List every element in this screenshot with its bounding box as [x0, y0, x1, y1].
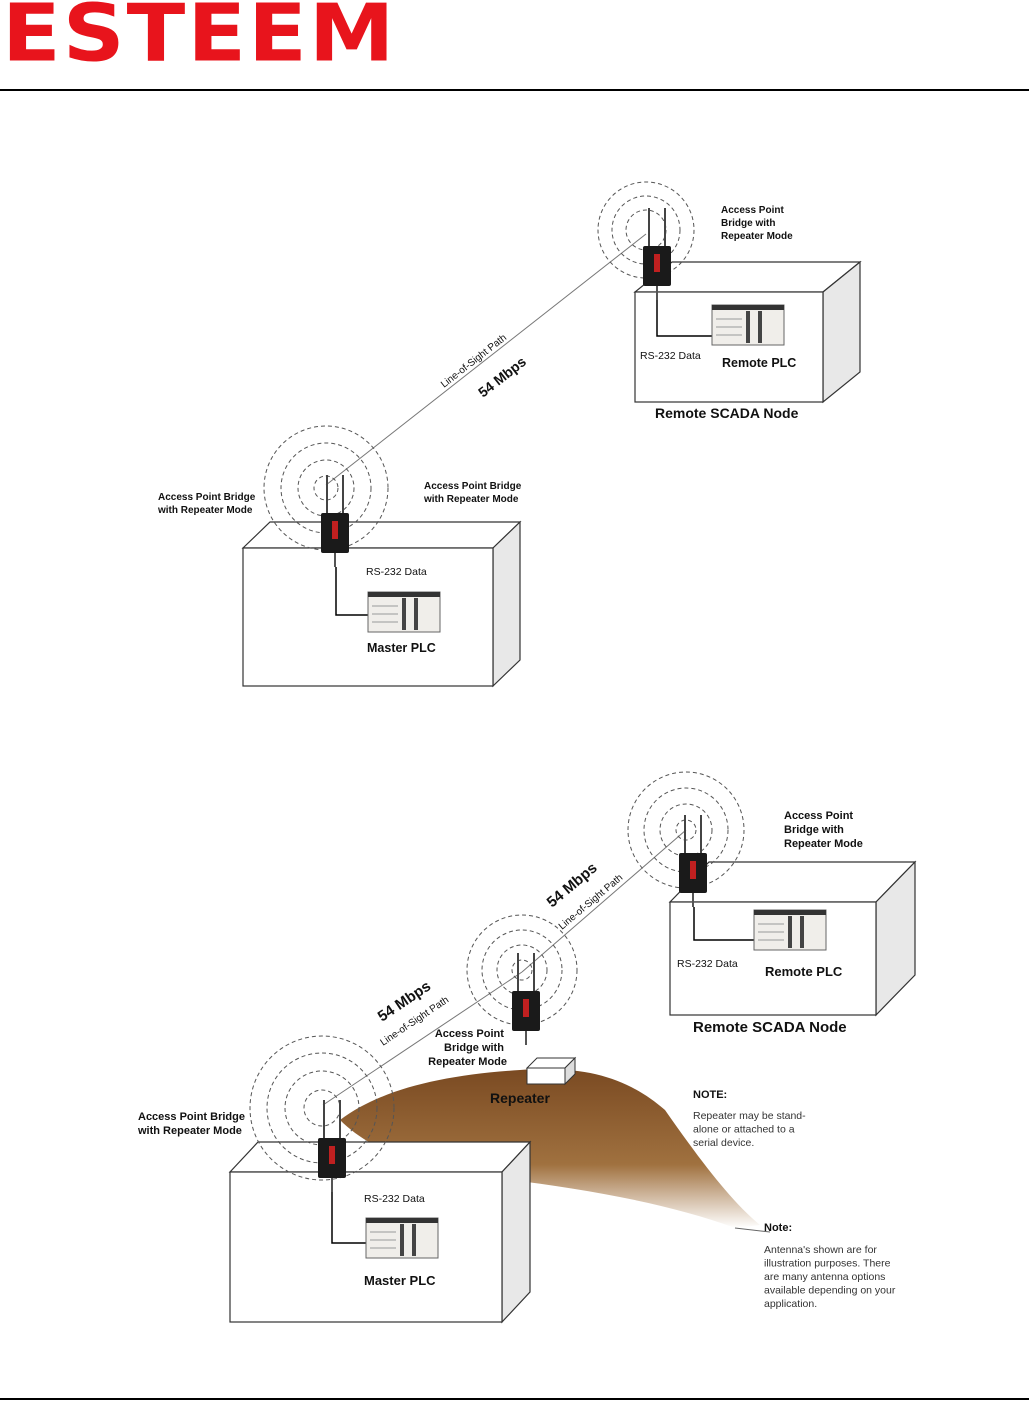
diagram-1: Access Point Bridge with Repeater Mode A… — [157, 181, 862, 688]
remote-radio-label-2: Access Point Bridge with Repeater Mode — [784, 810, 863, 850]
master-radio-label-left: Access Point Bridge with Repeater Mode — [157, 492, 258, 516]
remote-plc-icon — [711, 304, 785, 346]
master-rs232-label: RS-232 Data — [366, 566, 427, 578]
master-plc-label: Master PLC — [367, 641, 436, 655]
link-line — [325, 233, 647, 486]
repeater-radio-icon — [511, 952, 541, 1046]
link1-line — [322, 971, 523, 1106]
master-radio-label-2: Access Point Bridge with Repeater Mode — [137, 1111, 248, 1137]
esteem-logo: ESTEEM — [2, 0, 397, 81]
remote-rs232-label-2: RS-232 Data — [677, 958, 738, 970]
master-radio-label-right: Access Point Bridge with Repeater Mode — [423, 481, 524, 505]
diagram-2: Access Point Bridge with Repeater Mode A… — [137, 771, 917, 1324]
remote-plc-label-2: Remote PLC — [765, 964, 843, 979]
master-plc-label-2: Master PLC — [364, 1273, 436, 1288]
footer-rule — [0, 1398, 1029, 1400]
repeater-radio-label: Access Point Bridge with Repeater Mode — [428, 1028, 507, 1068]
master-plc-icon — [367, 591, 441, 633]
note2-title: Note: — [764, 1222, 792, 1234]
repeater-label: Repeater — [490, 1090, 550, 1106]
note2-text: Antenna's shown are for illustration pur… — [764, 1244, 898, 1310]
remote-node-label: Remote SCADA Node — [655, 405, 799, 421]
remote-rs232-label: RS-232 Data — [640, 350, 701, 362]
remote-plc-label: Remote PLC — [722, 356, 796, 370]
header-rule — [0, 89, 1029, 91]
note1-text: Repeater may be stand- alone or attached… — [693, 1110, 809, 1149]
remote-node-label-2: Remote SCADA Node — [693, 1019, 847, 1036]
remote-radio-label: Access Point Bridge with Repeater Mode — [721, 205, 793, 242]
master-rs232-label-2: RS-232 Data — [364, 1193, 425, 1205]
repeater-box — [526, 1067, 566, 1085]
link2-line — [521, 829, 687, 973]
note1-title: NOTE: — [693, 1089, 727, 1101]
master-plc-icon-2 — [365, 1217, 439, 1259]
master-plc-box-2 — [228, 1140, 532, 1324]
remote-plc-icon-2 — [753, 909, 827, 951]
hill — [340, 1069, 760, 1228]
